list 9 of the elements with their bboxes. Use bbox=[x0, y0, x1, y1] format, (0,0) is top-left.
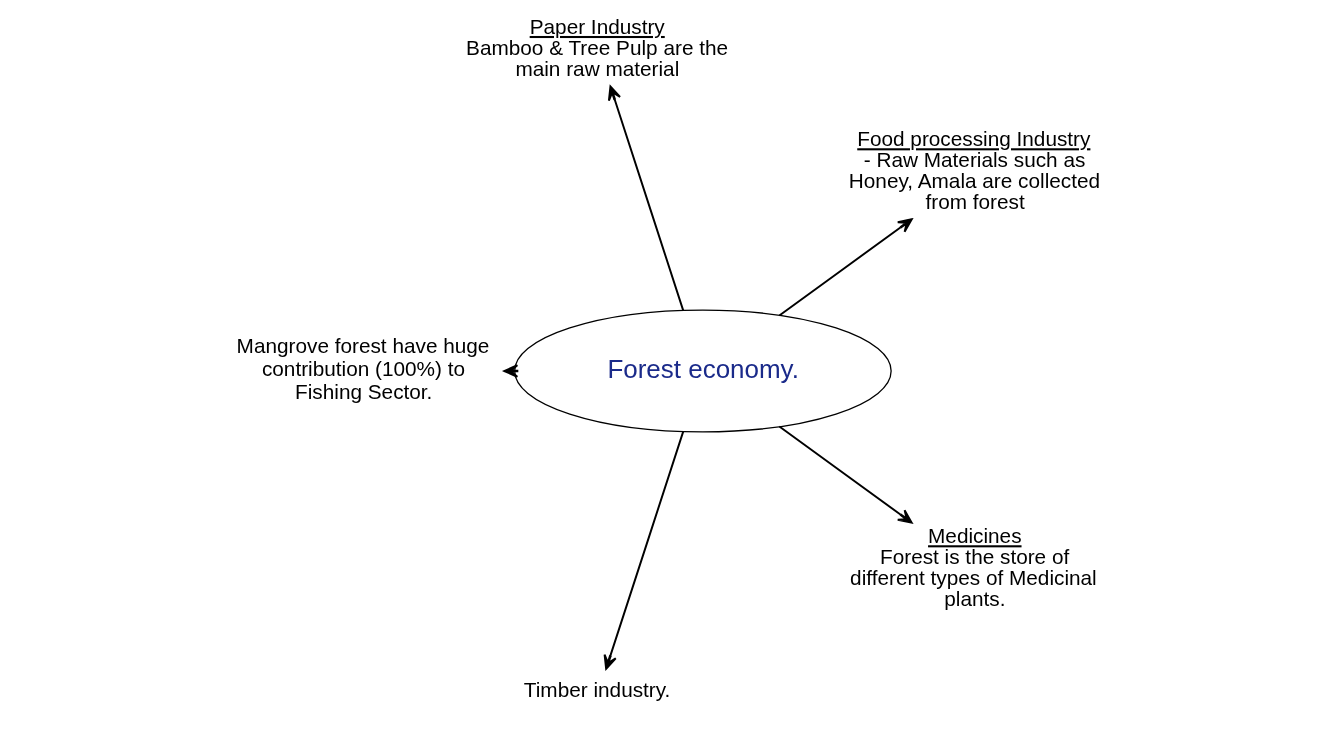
arrow bbox=[778, 218, 913, 317]
arrow bbox=[607, 85, 685, 312]
node-text: Food processing Industry - Raw Materials such as Honey, Amala are collected from forest bbox=[848, 127, 1101, 213]
node-text: Timber industry. bbox=[523, 678, 671, 702]
node-text: Mangrove forest have huge contribution (100%) to Fishing Sector. bbox=[236, 333, 490, 404]
arrow bbox=[778, 425, 913, 524]
arrow bbox=[603, 430, 685, 670]
node-text: Paper Industry Bamboo & Tree Pulp are the main raw material bbox=[466, 14, 729, 80]
node-text: Medicines Forest is the store of different types of Medicinal plants. bbox=[850, 524, 1097, 610]
